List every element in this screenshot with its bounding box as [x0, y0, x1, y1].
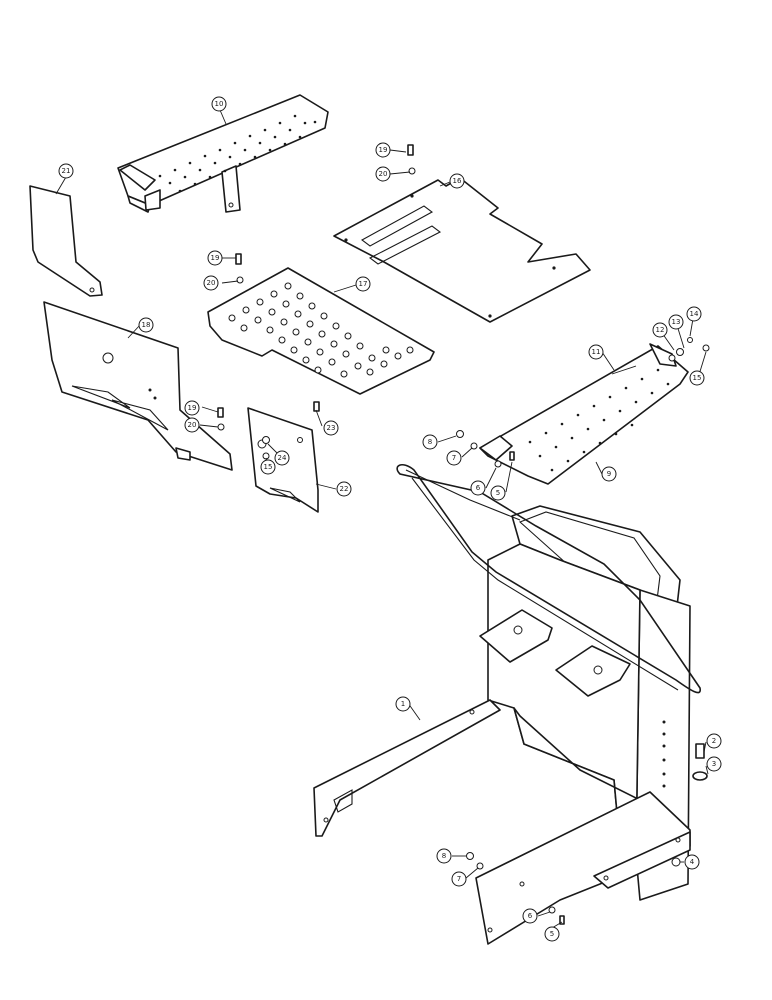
callout-20: 20 — [375, 166, 391, 182]
callout-label: 6 — [528, 912, 533, 920]
callout-label: 21 — [62, 167, 71, 175]
callout-label: 13 — [672, 318, 681, 326]
part-1-main-frame — [313, 463, 701, 945]
callout-16: 16 — [449, 173, 465, 189]
callout-10: 10 — [211, 96, 227, 112]
hardware — [217, 144, 710, 925]
callout-21: 21 — [58, 163, 74, 179]
callout-label: 19 — [188, 404, 197, 412]
callout-label: 22 — [340, 485, 349, 493]
callout-label: 3 — [712, 760, 716, 768]
callout-label: 16 — [453, 177, 462, 185]
callout-23: 23 — [323, 420, 339, 436]
callout-label: 14 — [690, 310, 699, 318]
callout-18: 18 — [138, 317, 154, 333]
callout-11: 11 — [588, 344, 604, 360]
callout-14: 14 — [686, 306, 702, 322]
callout-19: 19 — [184, 400, 200, 416]
callout-label: 20 — [188, 421, 197, 429]
callout-9: 9 — [601, 466, 617, 482]
callout-label: 7 — [457, 875, 461, 883]
callout-2: 2 — [706, 733, 722, 749]
callout-8: 8 — [422, 434, 438, 450]
callout-7: 7 — [446, 450, 462, 466]
callout-label: 10 — [215, 100, 224, 108]
callout-24: 24 — [274, 450, 290, 466]
callout-19: 19 — [207, 250, 223, 266]
callout-15: 15 — [260, 459, 276, 475]
callout-13: 13 — [668, 314, 684, 330]
callout-12: 12 — [652, 322, 668, 338]
callout-5: 5 — [490, 485, 506, 501]
part-21-side-plate — [29, 185, 103, 297]
callout-15: 15 — [689, 370, 705, 386]
callout-8: 8 — [436, 848, 452, 864]
callout-label: 8 — [442, 852, 446, 860]
callout-label: 18 — [142, 321, 151, 329]
callout-6: 6 — [522, 908, 538, 924]
callout-label: 5 — [496, 489, 500, 497]
callout-22: 22 — [336, 481, 352, 497]
callout-label: 8 — [428, 438, 432, 446]
callout-17: 17 — [355, 276, 371, 292]
callout-7: 7 — [451, 871, 467, 887]
callout-label: 11 — [592, 348, 601, 356]
part-9-right-step — [479, 343, 689, 485]
callout-label: 15 — [693, 374, 702, 382]
callout-label: 24 — [278, 454, 287, 462]
callout-20: 20 — [184, 417, 200, 433]
callout-1: 1 — [395, 696, 411, 712]
callout-label: 6 — [476, 484, 481, 492]
part-10-step-plate — [117, 94, 329, 213]
callout-6: 6 — [470, 480, 486, 496]
callout-label: 23 — [327, 424, 336, 432]
callout-label: 7 — [452, 454, 456, 462]
callout-label: 1 — [401, 700, 405, 708]
part-16-floor-mat — [333, 177, 591, 323]
callout-label: 4 — [690, 858, 695, 866]
callout-label: 20 — [379, 170, 388, 178]
callout-label: 19 — [379, 146, 388, 154]
callout-5: 5 — [544, 926, 560, 942]
callout-label: 15 — [264, 463, 273, 471]
callout-label: 19 — [211, 254, 220, 262]
callout-3: 3 — [706, 756, 722, 772]
callout-label: 12 — [656, 326, 665, 334]
callout-19: 19 — [375, 142, 391, 158]
callout-4: 4 — [684, 854, 700, 870]
callout-label: 5 — [550, 930, 554, 938]
callout-label: 17 — [359, 280, 368, 288]
callout-20: 20 — [203, 275, 219, 291]
part-18-left-panel — [43, 301, 233, 471]
callout-label: 9 — [607, 470, 611, 478]
part-17-perforated-plate — [207, 267, 435, 395]
callout-label: 20 — [207, 279, 216, 287]
callout-label: 2 — [712, 737, 716, 745]
